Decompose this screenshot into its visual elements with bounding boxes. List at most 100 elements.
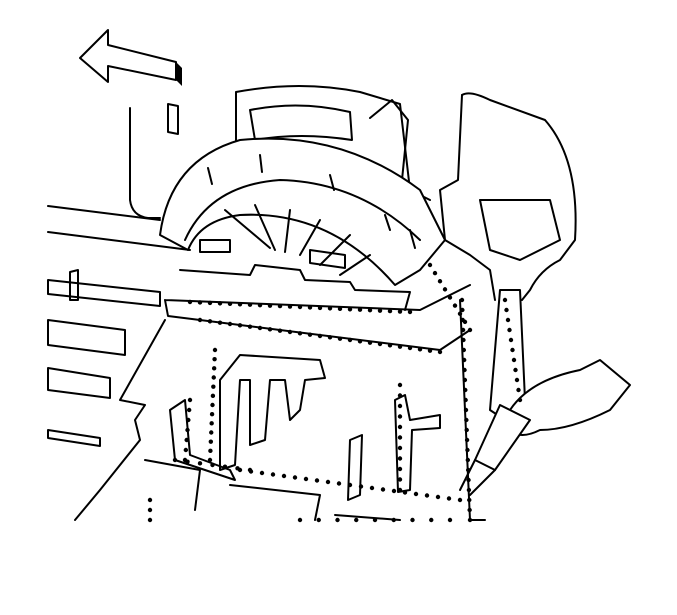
weld-dot	[407, 345, 413, 351]
weld-dot	[387, 343, 393, 348]
weld-dot	[211, 366, 217, 371]
tool-icon	[459, 404, 531, 496]
weld-dot	[397, 414, 403, 419]
weld-dot	[446, 496, 452, 501]
weld-dot	[442, 287, 448, 292]
weld-dot	[397, 382, 403, 388]
weld-dot	[397, 466, 403, 472]
weld-dot	[187, 299, 193, 305]
weld-dot	[465, 457, 471, 463]
weld-dot	[397, 309, 403, 314]
weld-dot	[452, 303, 458, 308]
weld-dot	[347, 337, 353, 343]
weld-dot	[511, 357, 517, 363]
weld-dot	[257, 325, 263, 331]
weld-dot	[185, 459, 190, 464]
floor-panel	[74, 264, 486, 521]
weld-dot	[464, 427, 469, 433]
weld-dot	[335, 517, 340, 523]
weld-dot	[270, 472, 276, 477]
weld-dot	[327, 335, 333, 340]
weld-dot	[465, 467, 471, 473]
weld-dot	[463, 407, 469, 413]
weld-dot	[217, 320, 223, 325]
weld-dot	[407, 309, 413, 315]
weld-dot	[435, 494, 441, 500]
weld-dot	[347, 482, 353, 488]
weld-dot	[211, 375, 216, 380]
weld-dot	[212, 347, 218, 353]
weld-dot	[267, 327, 273, 332]
weld-dot	[514, 377, 520, 383]
weld-dot	[367, 307, 373, 313]
weld-dot	[297, 517, 303, 523]
weld-dot	[517, 397, 523, 403]
direction-arrow-icon	[79, 29, 182, 135]
seat-frame	[159, 137, 446, 286]
weld-dot	[462, 367, 467, 373]
weld-dot	[402, 490, 408, 495]
weld-dot	[186, 417, 191, 423]
weld-dot	[212, 356, 217, 362]
weld-dot	[281, 473, 287, 479]
weld-dot	[187, 397, 193, 403]
weld-dot	[247, 467, 253, 473]
weld-dot	[259, 470, 265, 476]
weld-dot	[172, 457, 178, 463]
weld-dot	[237, 302, 243, 307]
weld-dot	[397, 487, 403, 493]
weld-dot	[314, 478, 320, 483]
weld-dot	[237, 323, 243, 328]
weld-dot	[505, 317, 511, 323]
weld-dot	[427, 262, 433, 268]
weld-dot	[516, 387, 521, 393]
weld-dot	[508, 337, 514, 343]
weld-dot	[207, 300, 213, 306]
weld-dot	[297, 331, 303, 336]
weld-dot	[367, 340, 373, 345]
weld-dot	[460, 327, 466, 333]
weld-dot	[380, 487, 386, 492]
weld-dot	[460, 307, 465, 313]
weld-dot	[186, 407, 192, 413]
weld-dot	[457, 497, 463, 503]
weld-dot	[461, 357, 467, 363]
weld-dot	[227, 321, 233, 327]
weld-dot	[209, 430, 214, 435]
weld-dot	[147, 507, 153, 513]
weld-dot	[197, 461, 203, 466]
weld-dot	[465, 447, 470, 453]
weld-dot	[235, 466, 240, 471]
spot-weld-dots	[147, 262, 523, 523]
weld-dot	[287, 329, 293, 335]
weld-dot	[257, 302, 263, 308]
weld-dot	[287, 304, 293, 309]
weld-dot	[354, 517, 359, 523]
weld-dot	[397, 393, 403, 398]
weld-dot	[317, 333, 323, 339]
weld-dot	[185, 427, 190, 433]
weld-dot	[467, 327, 473, 333]
weld-dot	[461, 337, 466, 343]
weld-dot	[147, 497, 153, 503]
weld-dot	[357, 339, 363, 344]
weld-dot	[292, 475, 298, 480]
weld-dot	[337, 336, 343, 341]
weld-dot	[464, 437, 470, 443]
weld-dot	[397, 477, 403, 482]
weld-dot	[347, 307, 353, 312]
weld-dot	[357, 307, 363, 312]
weld-dot	[327, 306, 333, 311]
weld-dot	[303, 476, 309, 482]
weld-dot	[222, 464, 228, 469]
weld-dot	[183, 447, 189, 453]
weld-dot	[207, 319, 213, 324]
weld-dot	[277, 303, 283, 309]
weld-dot	[391, 517, 396, 523]
weld-dot	[427, 348, 433, 353]
weld-dot	[307, 305, 313, 310]
weld-dot	[437, 279, 443, 284]
weld-dot	[377, 341, 383, 347]
